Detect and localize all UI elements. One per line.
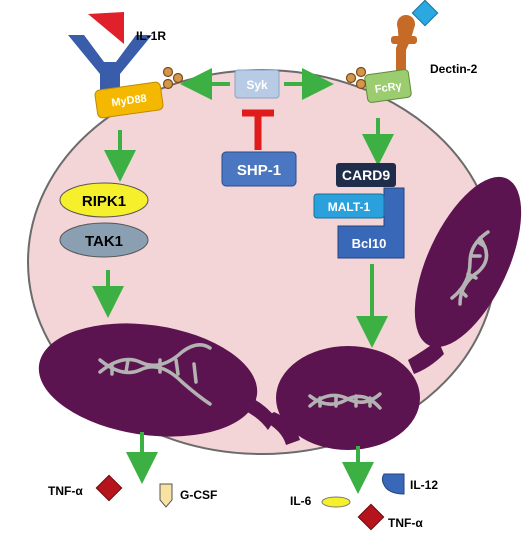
ripk1-node: RIPK1 [59,182,149,218]
shp1-node: SHP-1 [221,151,297,187]
card9-node: CARD9 [336,163,396,187]
phospho-dot [162,66,174,78]
shp1-inhibition [242,109,274,150]
svg-text:RIPK1: RIPK1 [82,193,126,210]
tnf-alpha-right-cytokine-icon [357,503,385,531]
malt1-node: MALT-1 [313,193,385,219]
il6-label: IL-6 [290,494,312,508]
svg-text:MALT-1: MALT-1 [328,200,371,214]
svg-text:MyD88: MyD88 [111,93,148,110]
tnf-alpha-left-label: TNF-α [48,484,83,498]
dna-helix-icon [308,392,382,410]
gcsf-cytokine-icon [159,483,173,508]
dna-helix-icon [98,343,212,406]
il1-ligand-icon [88,12,124,44]
phospho-dot [355,66,367,78]
svg-text:Bcl10: Bcl10 [352,236,387,251]
svg-text:Syk: Syk [246,78,268,92]
phospho-dot [162,78,174,90]
chromosome-top-right [414,176,522,348]
il6-cytokine-icon [321,496,351,508]
bcl10-node: Bcl10 [337,187,405,259]
tnf-alpha-right-label: TNF-α [388,516,423,530]
dna-helix-icon [450,230,490,306]
il12-cytokine-icon [381,473,405,495]
svg-text:SHP-1: SHP-1 [237,162,281,179]
phospho-dot [172,72,184,84]
fcry-node: FcRγ [364,69,412,103]
myd88-node: MyD88 [94,81,164,119]
tnf-alpha-cytokine-icon [95,474,123,502]
phospho-dot [345,72,357,84]
tak1-node: TAK1 [59,222,149,258]
dectin2-ligand-icon [411,0,439,27]
il1r-label: IL-1R [136,29,166,43]
dectin2-label: Dectin-2 [430,62,478,76]
phospho-dot [355,78,367,90]
il12-label: IL-12 [410,478,438,492]
svg-text:CARD9: CARD9 [342,167,390,183]
syk-node: Syk [234,69,280,99]
svg-text:FcRγ: FcRγ [374,80,403,96]
svg-text:TAK1: TAK1 [85,233,123,250]
gcsf-label: G-CSF [180,488,217,502]
